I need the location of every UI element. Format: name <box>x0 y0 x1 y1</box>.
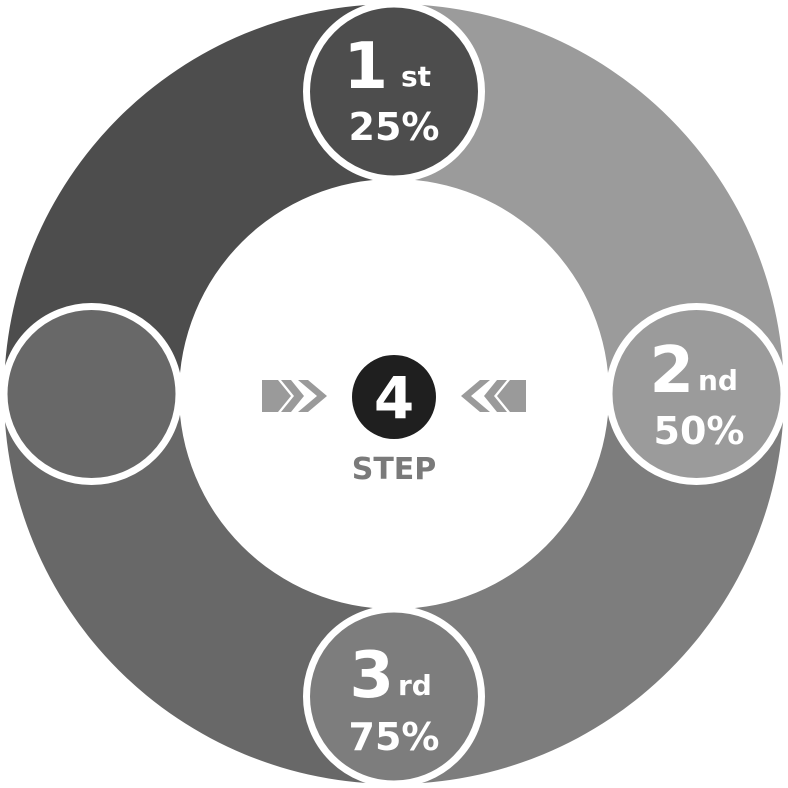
segment-4th <box>4 4 394 394</box>
segment-2nd <box>394 394 784 784</box>
segment-3rd-number: 3 <box>349 639 394 713</box>
segment-2nd-number: 2 <box>649 334 694 408</box>
chevron-double-left-icon <box>461 380 526 412</box>
center-step: 4 STEP <box>262 355 526 487</box>
segment-3rd-cap <box>0 303 183 485</box>
segment-1st-label: 1 st 25% <box>343 30 439 149</box>
segment-1st-suffix: st <box>401 60 431 93</box>
segment-1st-number: 1 <box>343 30 388 104</box>
segment-4th-cap <box>303 0 485 183</box>
step-number-badge <box>352 355 436 439</box>
segment-2nd-percent: 50% <box>654 409 745 453</box>
segment-3rd <box>4 394 394 784</box>
segment-2nd-label: 2 nd 50% <box>649 334 744 453</box>
segment-3rd-label: 3 rd 75% <box>349 639 440 759</box>
ring-segments <box>4 4 784 784</box>
step-number: 4 <box>374 364 414 432</box>
segment-3rd-suffix: rd <box>398 669 432 702</box>
segment-2nd-cap <box>303 605 485 788</box>
segment-1st-cap <box>605 303 788 485</box>
step-label: STEP <box>352 452 437 487</box>
segment-1st-percent: 25% <box>349 105 440 149</box>
chevron-double-right-icon <box>262 380 327 412</box>
segment-1st <box>394 4 784 394</box>
segment-2nd-suffix: nd <box>698 364 738 397</box>
segment-3rd-percent: 75% <box>349 715 440 759</box>
